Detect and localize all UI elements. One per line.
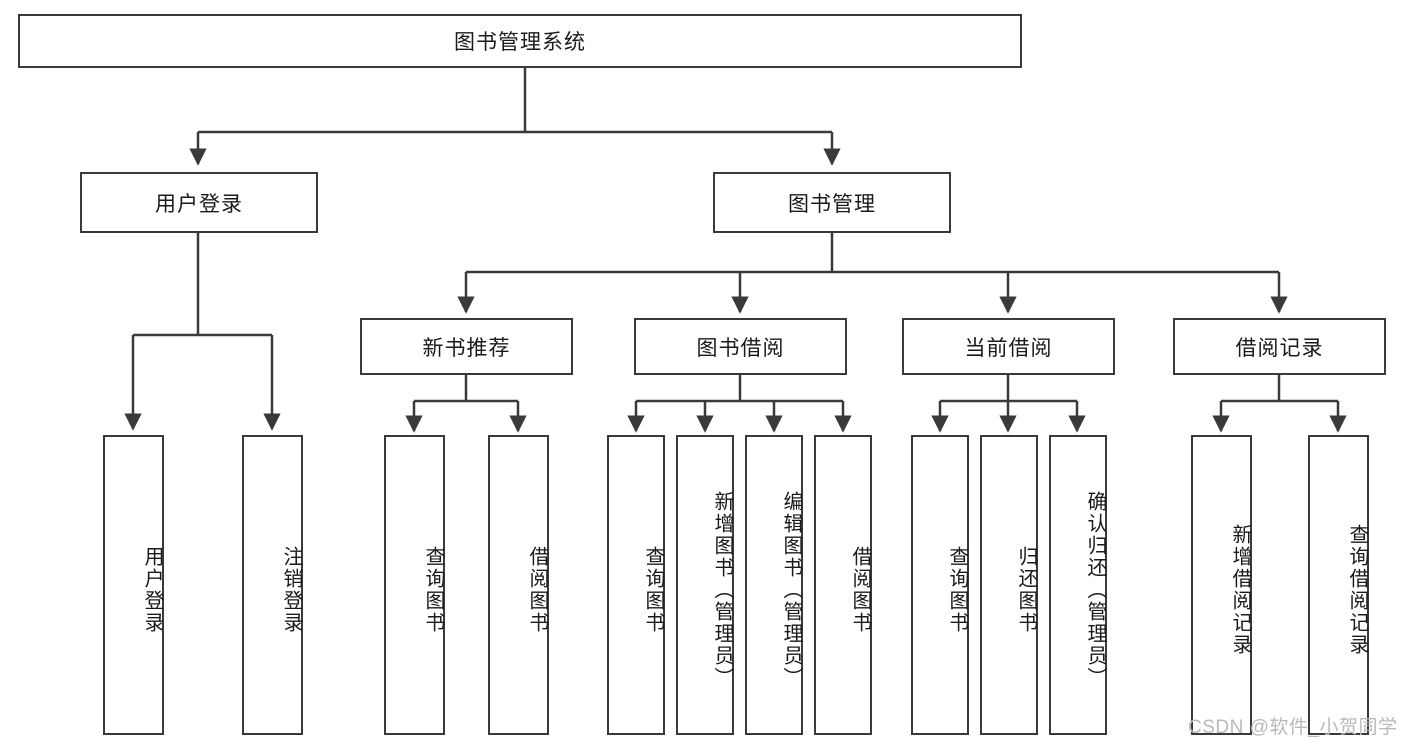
node-borrow-record[interactable]: 借阅记录 xyxy=(1173,318,1386,375)
watermark: CSDN @软件_小贺同学 xyxy=(1188,717,1398,738)
node-label: 查询图书 xyxy=(946,546,968,634)
node-label: 图书管理 xyxy=(788,192,876,216)
leaf-current-borrow-query[interactable]: 查询图书 xyxy=(911,435,969,735)
node-new-book-recommend[interactable]: 新书推荐 xyxy=(360,318,573,375)
node-label: 新书推荐 xyxy=(422,336,511,360)
leaf-book-borrow-edit[interactable]: 编辑图书（管理员） xyxy=(745,435,803,735)
leaf-new-book-borrow[interactable]: 借阅图书 xyxy=(488,435,549,735)
node-label: 查询图书 xyxy=(642,546,664,634)
node-user-login[interactable]: 用户登录 xyxy=(80,172,318,233)
leaf-book-borrow-add[interactable]: 新增图书（管理员） xyxy=(676,435,734,735)
node-label: 查询图书 xyxy=(422,546,444,634)
node-label: 用户登录 xyxy=(155,192,243,216)
node-label: 借阅图书 xyxy=(526,546,548,634)
node-label: 新增借阅记录 xyxy=(1229,524,1251,656)
node-label: 归还图书 xyxy=(1015,546,1037,634)
node-label: 注销登录 xyxy=(280,546,302,634)
node-label: 图书借阅 xyxy=(696,336,785,360)
node-label: 查询借阅记录 xyxy=(1346,524,1368,656)
node-book-borrow[interactable]: 图书借阅 xyxy=(634,318,847,375)
node-current-borrow[interactable]: 当前借阅 xyxy=(902,318,1115,375)
leaf-record-query[interactable]: 查询借阅记录 xyxy=(1308,435,1369,735)
leaf-record-add[interactable]: 新增借阅记录 xyxy=(1191,435,1252,735)
node-root-system[interactable]: 图书管理系统 xyxy=(18,14,1022,68)
leaf-current-borrow-confirm[interactable]: 确认归还（管理员） xyxy=(1049,435,1107,735)
leaf-new-book-query[interactable]: 查询图书 xyxy=(384,435,445,735)
leaf-user-login-login[interactable]: 用户登录 xyxy=(103,435,164,735)
leaf-book-borrow-query[interactable]: 查询图书 xyxy=(607,435,665,735)
leaf-book-borrow-borrow[interactable]: 借阅图书 xyxy=(814,435,872,735)
leaf-current-borrow-return[interactable]: 归还图书 xyxy=(980,435,1038,735)
node-label: 确认归还（管理员） xyxy=(1084,491,1106,689)
node-label: 编辑图书（管理员） xyxy=(780,491,802,689)
node-label: 用户登录 xyxy=(141,546,163,634)
node-label: 借阅图书 xyxy=(849,546,871,634)
leaf-user-login-logout[interactable]: 注销登录 xyxy=(242,435,303,735)
node-label: 图书管理系统 xyxy=(454,31,586,54)
node-label: 当前借阅 xyxy=(964,336,1053,360)
node-label: 新增图书（管理员） xyxy=(711,491,733,689)
node-book-management[interactable]: 图书管理 xyxy=(713,172,951,233)
node-label: 借阅记录 xyxy=(1235,336,1324,360)
